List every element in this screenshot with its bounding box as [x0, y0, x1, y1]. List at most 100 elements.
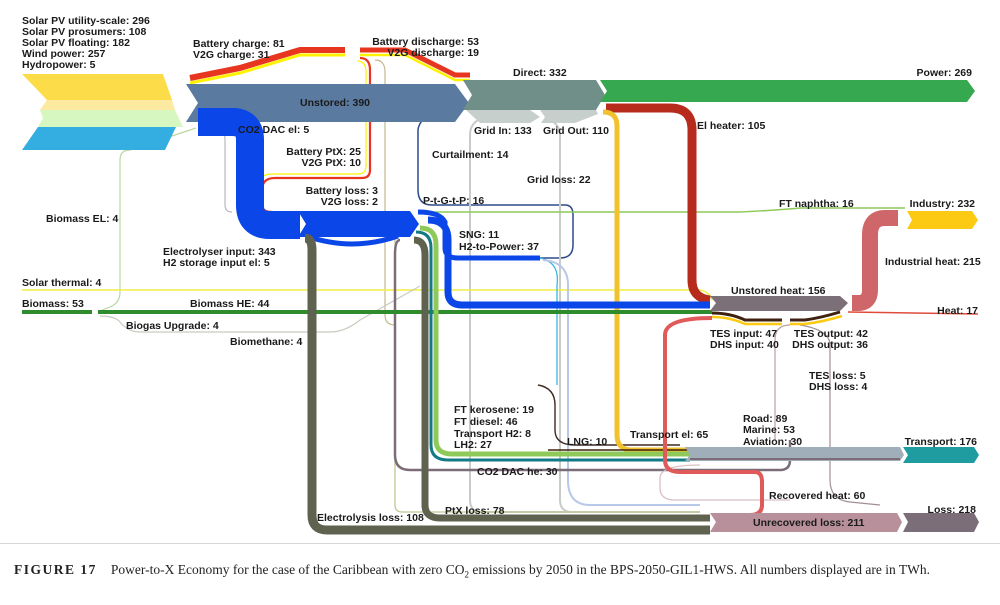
flow-v2g-discharge: [360, 53, 470, 82]
node-direct: [463, 80, 605, 110]
sink-loss: [903, 513, 979, 532]
node-unstored: [186, 84, 469, 122]
flow-transport-h2: [415, 230, 690, 462]
label-solar-floating: Solar PV floating: 182: [22, 37, 130, 49]
source-renewables: [22, 74, 183, 150]
sink-transport: [903, 447, 979, 463]
band-grid-in: [466, 110, 540, 123]
link-lng: [537, 384, 680, 446]
label-h2-storage-input: H2 storage input el: 5: [163, 257, 270, 269]
label-industry: Industry: 232: [910, 198, 976, 210]
band-solar-utility: [22, 74, 172, 100]
label-ptgtp: P-t-G-t-P: 16: [423, 195, 484, 207]
label-direct: Direct: 332: [513, 67, 567, 79]
label-unrecovered-loss: Unrecovered loss: 211: [753, 517, 865, 529]
label-tes-input: TES input: 47: [710, 328, 777, 340]
caption-text-1: Power-to-X Economy for the case of the C…: [110, 562, 465, 577]
flow-battery-charge: [189, 47, 345, 81]
link-electrolysis-loss-thin: [394, 235, 700, 513]
flow-recovered-heat: [663, 316, 764, 517]
label-electrolyser-input: Electrolyser input: 343: [163, 246, 276, 258]
label-solar-utility: Solar PV utility-scale: 296: [22, 15, 150, 27]
label-transport: Transport: 176: [905, 436, 978, 448]
label-dhs-input: DHS input: 40: [710, 339, 779, 351]
label-curtailment: Curtailment: 14: [432, 149, 509, 161]
label-industrial-heat: Industrial heat: 215: [885, 256, 981, 268]
flow-tes-input: [711, 311, 782, 322]
flow-ft-fuels: [419, 225, 690, 457]
label-marine: Marine: 53: [743, 424, 795, 436]
link-solar-thermal: [22, 289, 713, 301]
label-solar-prosumers: Solar PV prosumers: 108: [22, 26, 146, 38]
label-electrolysis-loss: Electrolysis loss: 108: [317, 512, 424, 524]
label-biomethane: Biomethane: 4: [230, 336, 303, 348]
label-transport-el: Transport el: 65: [630, 429, 708, 441]
link-h2-light: [542, 259, 700, 506]
label-biomass-el: Biomass EL: 4: [46, 213, 119, 225]
label-v2g-discharge: V2G discharge: 19: [387, 47, 479, 59]
labels: Solar PV utility-scale: 296 Solar PV pro…: [22, 15, 981, 529]
caption-text-2: emissions by 2050 in the BPS-2050-GIL1-H…: [469, 562, 930, 577]
node-direct-group: [463, 80, 605, 123]
label-transport-h2: Transport H2: 8: [454, 428, 531, 440]
heat-group: [710, 210, 979, 326]
label-grid-loss: Grid loss: 22: [527, 174, 591, 186]
node-electrolyser: [298, 211, 419, 237]
label-v2g-ptx: V2G PtX: 10: [301, 157, 361, 169]
sink-industry: [907, 211, 978, 229]
label-loss: Loss: 218: [928, 504, 977, 516]
label-sng: SNG: 11: [459, 229, 499, 241]
label-grid-in: Grid In: 133: [474, 125, 532, 137]
label-lh2: LH2: 27: [454, 439, 492, 451]
label-co2-dac-el: CO2 DAC el: 5: [238, 124, 309, 136]
node-transport-mix: [685, 447, 904, 461]
label-battery-ptx: Battery PtX: 25: [286, 146, 361, 158]
sink-power: [600, 80, 975, 102]
link-battery-discharge-thin: [374, 59, 396, 330]
flow-el-heater: [606, 103, 711, 305]
label-dhs-output: DHS output: 36: [792, 339, 868, 351]
label-co2-dac-he: CO2 DAC he: 30: [477, 466, 558, 478]
label-h2-to-power: H2-to-Power: 37: [459, 241, 539, 253]
label-battery-discharge: Battery discharge: 53: [372, 36, 479, 48]
link-dhs-loss: [774, 324, 791, 440]
flow-v2g-charge: [189, 53, 345, 85]
label-unstored-heat: Unstored heat: 156: [731, 285, 826, 297]
band-wind: [22, 127, 176, 150]
label-lng: LNG: 10: [567, 436, 607, 448]
node-unrecovered-loss: [710, 513, 902, 532]
flow-industrial-heat: [852, 210, 898, 311]
electrolyser-flows: [198, 108, 710, 309]
label-tes-loss: TES loss: 5: [809, 370, 866, 382]
label-v2g-charge: V2G charge: 31: [193, 49, 270, 61]
label-el-heater: El heater: 105: [697, 120, 765, 132]
sankey-diagram: Solar PV utility-scale: 296 Solar PV pro…: [22, 15, 981, 535]
band-solar-prosumers: [40, 100, 175, 110]
flow-h2-storage-split: [305, 233, 399, 247]
label-power: Power: 269: [917, 67, 973, 79]
label-grid-out: Grid Out: 110: [543, 125, 609, 137]
flow-electrolyser-input: [198, 108, 300, 239]
label-ft-kerosene: FT kerosene: 19: [454, 404, 534, 416]
link-h2-cyan: [539, 257, 559, 385]
loss-flows: [304, 233, 710, 535]
link-biomass-el: [99, 127, 197, 312]
flow-electrolysis-loss: [304, 233, 710, 535]
link-biogas-upgrade: [99, 285, 421, 333]
flow-heat-sink: [847, 311, 979, 315]
label-biomass-he: Biomass HE: 44: [190, 298, 270, 310]
link-co2-dac-el: [209, 124, 233, 213]
flow-dhs-input: [711, 315, 782, 326]
label-battery-loss: Battery loss: 3: [306, 185, 379, 197]
label-recovered-heat: Recovered heat: 60: [769, 490, 865, 502]
label-wind: Wind power: 257: [22, 48, 105, 60]
band-solar-floating: [38, 110, 183, 127]
band-grid-out: [540, 110, 598, 123]
label-ptx-loss: PtX loss: 78: [445, 505, 505, 517]
caption-divider: [0, 543, 1000, 544]
flow-ptx-loss: [413, 236, 710, 522]
label-tes-output: TES output: 42: [794, 328, 868, 340]
label-heat: Heat: 17: [937, 305, 978, 317]
node-unstored-heat: [710, 296, 848, 311]
